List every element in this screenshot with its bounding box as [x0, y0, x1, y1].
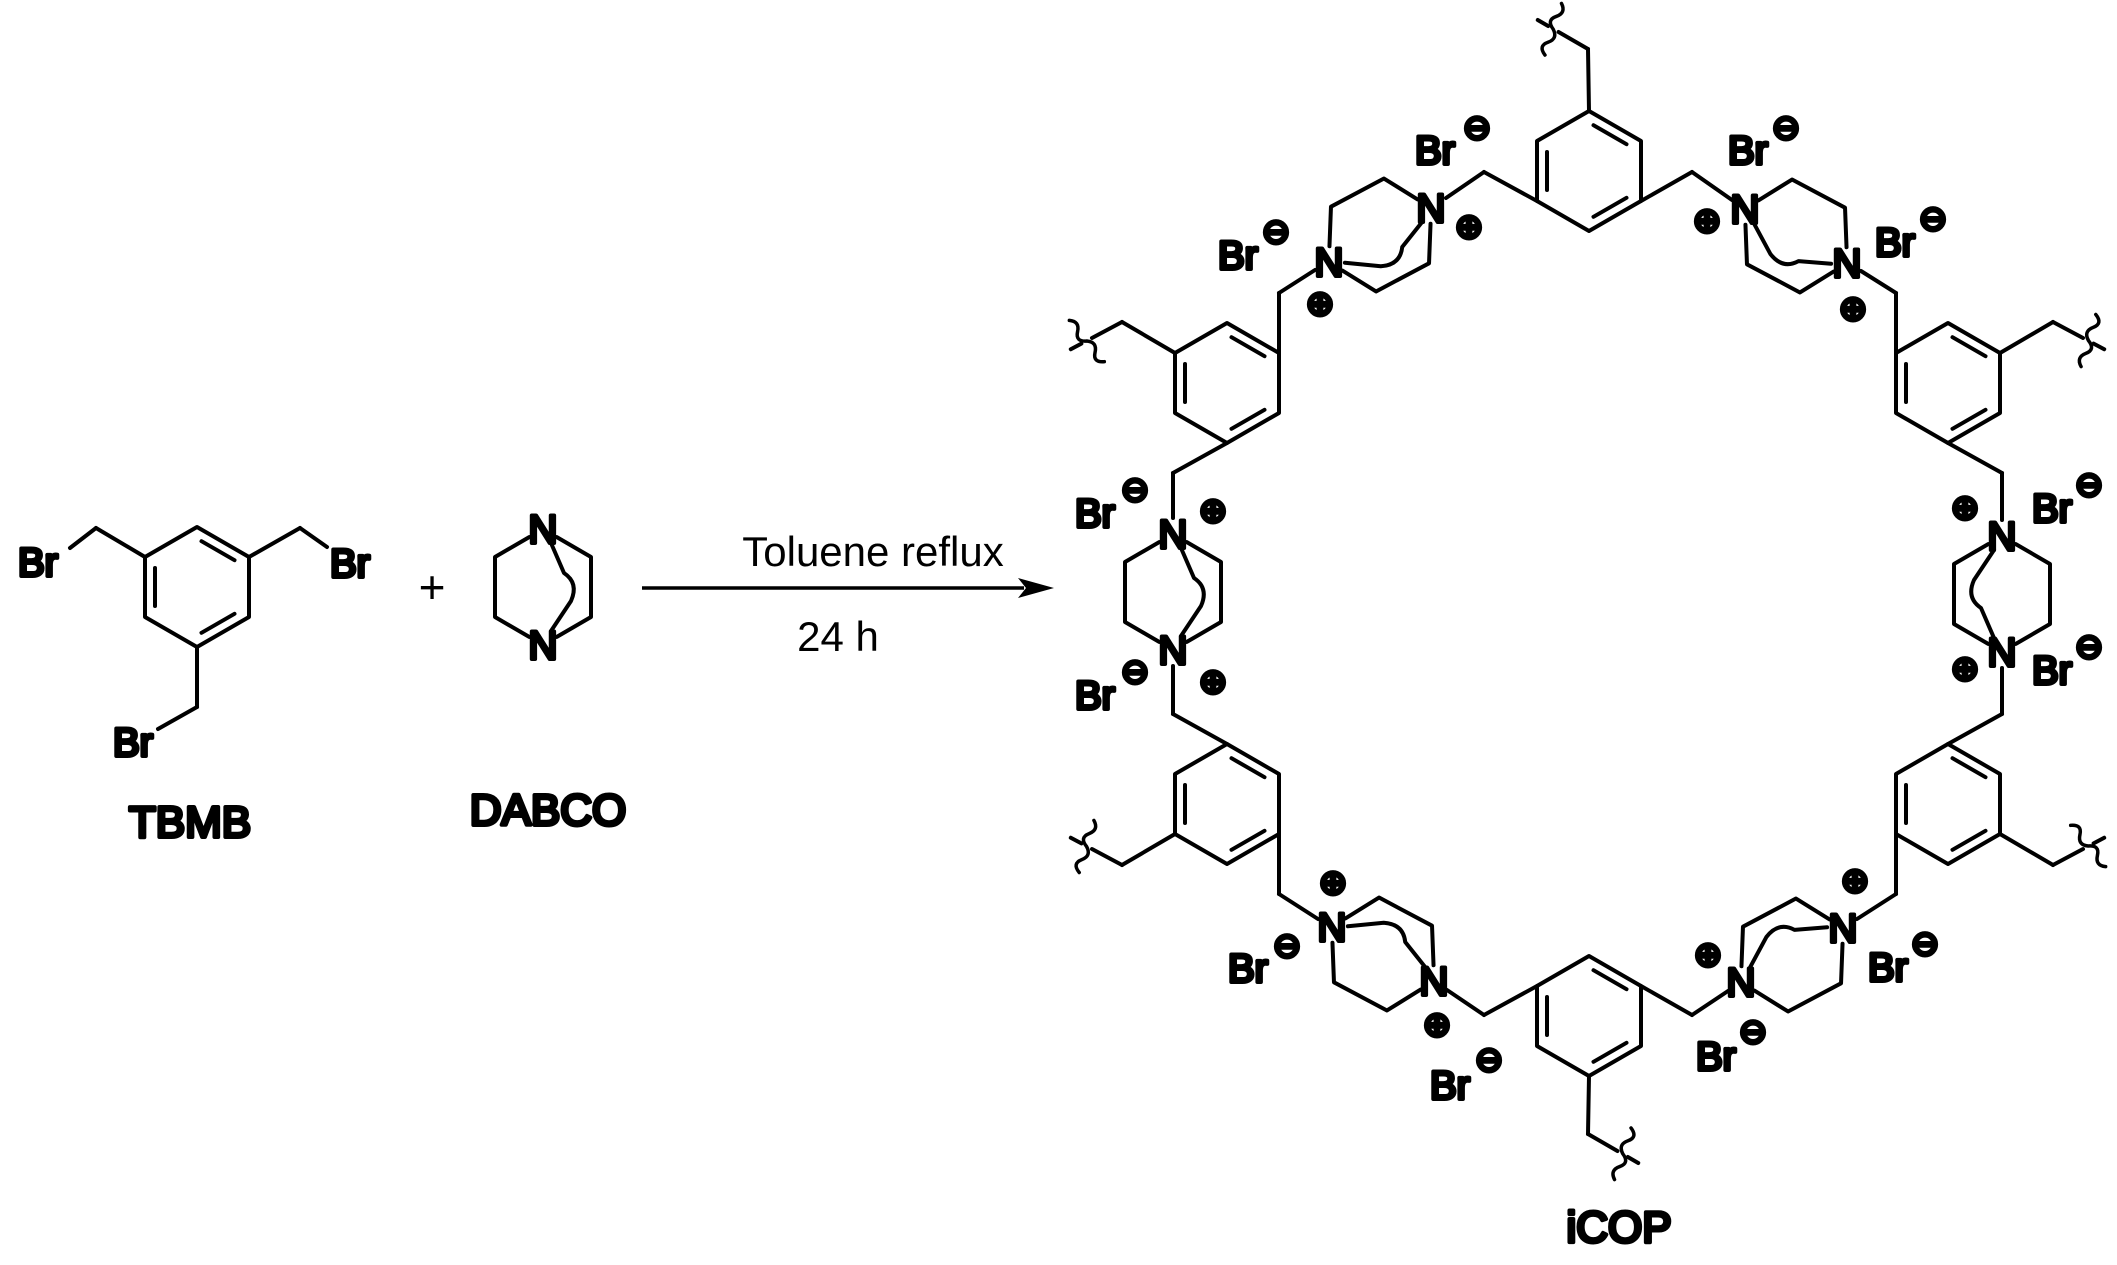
reaction-arrow: Toluene reflux 24 h — [642, 528, 1054, 660]
bromine-atom-label: Br — [1075, 674, 1115, 718]
product-icop-label: iCOP — [1566, 1203, 1671, 1252]
plus-charge-icon: ⊕ — [1423, 1005, 1452, 1045]
nitrogen-atom-label: N — [1159, 629, 1188, 673]
condition-time: 24 h — [797, 613, 879, 660]
arrow-head-icon — [1018, 578, 1054, 598]
benzene-ring — [1894, 742, 2002, 866]
bromine-atom-label: Br — [330, 542, 370, 586]
bromine-atom-label: Br — [1075, 492, 1115, 536]
plus-charge-icon: ⊕ — [1951, 488, 1980, 528]
minus-charge-icon: ⊖ — [1463, 108, 1492, 148]
bromine-atom-label: Br — [113, 721, 153, 765]
nitrogen-atom-label: N — [1829, 907, 1858, 951]
plus-charge-icon: ⊕ — [1693, 201, 1722, 241]
nitrogen-atom-label: N — [1420, 960, 1449, 1004]
dabco-cage — [1952, 542, 2052, 646]
nitrogen-atom-labels: N N N N N N N N N N N N — [1157, 185, 2019, 1007]
benzene-ring — [143, 525, 251, 649]
positive-charge-icons: ⊕ ⊕ ⊕ ⊕ ⊕ ⊕ ⊕ ⊕ ⊕ ⊕ ⊕ ⊕ — [1197, 199, 1982, 1047]
nitrogen-atom-label: N — [1417, 187, 1446, 231]
reactant-tbmb-label: TBMB — [129, 798, 251, 847]
dabco-molecule: N N DABCO — [468, 506, 628, 837]
wavy-bond — [2040, 813, 2117, 889]
nitrogen-atom-label: N — [1315, 241, 1344, 285]
minus-charge-icon: ⊖ — [1772, 108, 1801, 148]
bromide-ion-labels: Br Br Br Br Br Br Br Br Br Br Br Br — [1073, 127, 2074, 1110]
plus-sign: + — [419, 561, 446, 613]
bromine-atom-label: Br — [2032, 649, 2072, 693]
tbmb-molecule: Br Br Br TBMB — [16, 525, 372, 849]
minus-charge-icon: ⊖ — [1739, 1012, 1768, 1052]
bromine-atom-label: Br — [1875, 221, 1915, 265]
bromine-atom-label: Br — [18, 541, 58, 585]
wavy-bond — [1058, 298, 1135, 374]
bromine-atom-label: Br — [1868, 946, 1908, 990]
plus-charge-icon: ⊕ — [1319, 863, 1348, 903]
methylene-linker-bonds — [1120, 47, 2055, 1136]
negative-charge-icons: ⊖ ⊖ ⊖ ⊖ ⊖ ⊖ ⊖ ⊖ ⊖ ⊖ ⊖ ⊖ — [1119, 106, 2106, 1082]
minus-charge-icon: ⊖ — [1273, 926, 1302, 966]
nitrogen-atom-label: N — [1159, 513, 1188, 557]
icop-molecule: N N N N N N N N N N N N Br Br Br Br Br B… — [1058, 0, 2117, 1254]
wavy-bond — [1058, 814, 1135, 890]
bromine-atom-label: Br — [1218, 234, 1258, 278]
nitrogen-atom-label: N — [1988, 515, 2017, 559]
minus-charge-icon: ⊖ — [1121, 652, 1150, 692]
nitrogen-atom-label: N — [1988, 631, 2017, 675]
nitrogen-atom-label: N — [1833, 242, 1862, 286]
bromine-atom-label: Br — [2032, 487, 2072, 531]
bromine-atom-label: Br — [1696, 1035, 1736, 1079]
plus-charge-icon: ⊕ — [1199, 491, 1228, 531]
nitrogen-atom-label: N — [529, 624, 558, 668]
bromine-atom-label: Br — [1430, 1064, 1470, 1108]
benzene-ring — [1535, 954, 1643, 1078]
plus-charge-icon: ⊕ — [1306, 284, 1335, 324]
nitrogen-atom-label: N — [1318, 906, 1347, 950]
minus-charge-icon: ⊖ — [1121, 470, 1150, 510]
plus-charge-icon: ⊕ — [1199, 662, 1228, 702]
benzene-ring — [1535, 109, 1643, 233]
benzene-ring — [1173, 742, 1281, 866]
minus-charge-icon: ⊖ — [1262, 212, 1291, 252]
benzene-ring — [1894, 321, 2002, 445]
wavy-bond — [2040, 297, 2117, 373]
plus-charge-icon: ⊕ — [1839, 289, 1868, 329]
minus-charge-icon: ⊖ — [1475, 1040, 1504, 1080]
bromine-atom-label: Br — [1228, 947, 1268, 991]
nitrogen-atom-label: N — [529, 508, 558, 552]
dabco-cage — [493, 535, 593, 639]
minus-charge-icon: ⊖ — [1911, 924, 1940, 964]
minus-charge-icon: ⊖ — [2075, 627, 2104, 667]
benzene-ring — [1173, 321, 1281, 445]
nitrogen-atom-label: N — [1727, 961, 1756, 1005]
condition-solvent: Toluene reflux — [742, 528, 1004, 575]
minus-charge-icon: ⊖ — [1919, 199, 1948, 239]
bromine-atom-label: Br — [1415, 129, 1455, 173]
plus-charge-icon: ⊕ — [1694, 935, 1723, 975]
plus-charge-icon: ⊕ — [1455, 207, 1484, 247]
plus-charge-icon: ⊕ — [1841, 861, 1870, 901]
dabco-cage — [1123, 540, 1223, 644]
bromine-atom-label: Br — [1728, 129, 1768, 173]
reactant-dabco-label: DABCO — [470, 786, 626, 835]
nitrogen-atom-label: N — [1731, 188, 1760, 232]
plus-charge-icon: ⊕ — [1951, 649, 1980, 689]
wavy-bond — [1574, 1110, 1652, 1186]
minus-charge-icon: ⊖ — [2075, 465, 2104, 505]
